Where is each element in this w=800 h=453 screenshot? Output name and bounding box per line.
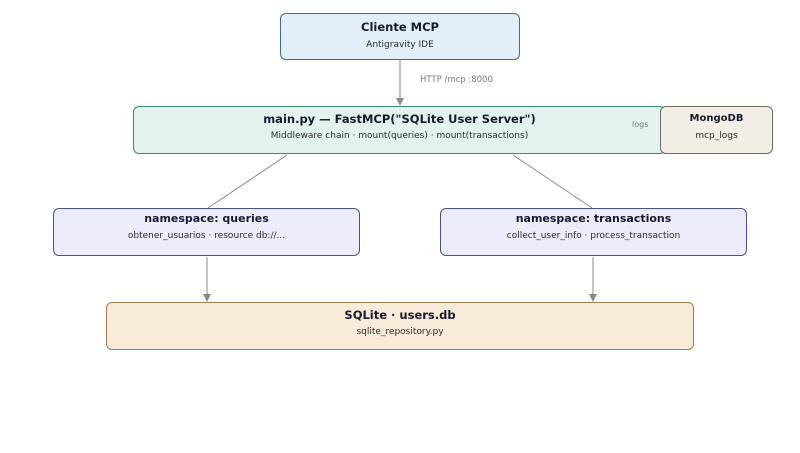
node-cliente-mcp-subtitle: Antigravity IDE [366,40,434,50]
edge-label-http: HTTP /mcp :8000 [420,75,493,85]
node-sqlite-users-db-title: SQLite · users.db [344,308,456,322]
node-sqlite-users-db: SQLite · users.db sqlite_repository.py [106,302,694,350]
edge-main-to-transactions [512,154,593,209]
node-main-fastmcp-subtitle: Middleware chain · mount(queries) · moun… [270,131,529,141]
node-mongodb-subtitle: mcp_logs [695,131,738,141]
node-main-fastmcp-title: main.py — FastMCP("SQLite User Server") [263,112,536,126]
node-namespace-queries: namespace: queries obtener_usuarios · re… [53,208,360,256]
node-namespace-queries-subtitle: obtener_usuarios · resource db://... [127,231,286,241]
node-sqlite-users-db-subtitle: sqlite_repository.py [356,327,444,337]
edge-main-to-queries [207,154,288,209]
node-namespace-queries-title: namespace: queries [144,212,269,225]
node-namespace-transactions-subtitle: collect_user_info · process_transaction [506,231,681,241]
node-namespace-transactions-title: namespace: transactions [515,212,672,225]
node-mongodb: MongoDB mcp_logs [660,106,773,154]
edge-label-logs: logs [632,120,649,129]
node-mongodb-title: MongoDB [689,113,744,124]
node-namespace-transactions: namespace: transactions collect_user_inf… [440,208,747,256]
node-main-fastmcp: main.py — FastMCP("SQLite User Server") … [133,106,666,154]
node-cliente-mcp: Cliente MCP Antigravity IDE [280,13,520,60]
node-cliente-mcp-title: Cliente MCP [361,20,439,34]
